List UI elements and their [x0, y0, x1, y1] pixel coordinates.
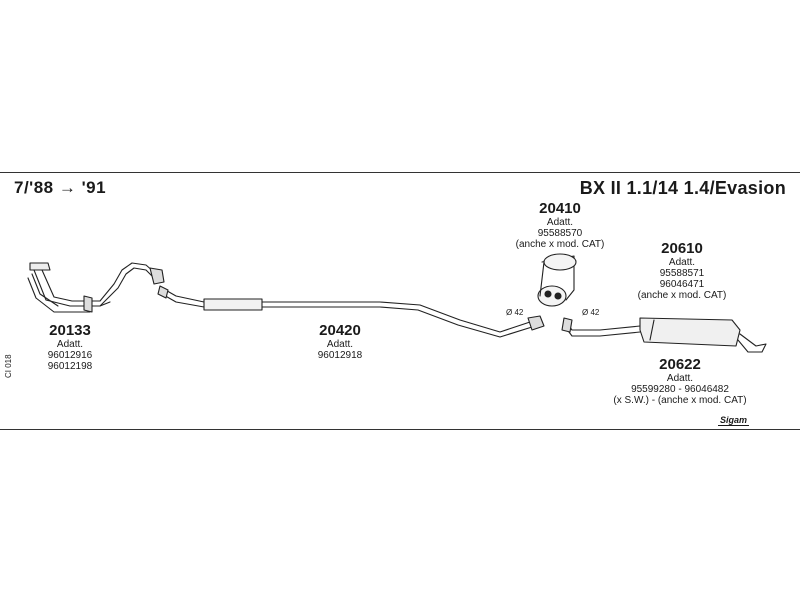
part-label-20610: 20610 Adatt. 95588571 96046471 (anche x … — [622, 240, 742, 301]
model-title: BX II 1.1/14 1.4/Evasion — [579, 178, 786, 198]
part-note: (anche x mod. CAT) — [515, 239, 605, 250]
part-label-20410: 20410 Adatt. 95588570 (anche x mod. CAT) — [500, 200, 620, 250]
part-20133-drawing — [27, 262, 165, 313]
part-label-20420: 20420 Adatt. 96012918 — [300, 322, 380, 361]
diameter-label-left: Ø 42 — [506, 308, 524, 317]
part-20622-drawing — [561, 317, 767, 353]
part-20420-drawing — [157, 285, 545, 338]
part-number: 20420 — [319, 322, 361, 339]
brand-logo: Sigam — [718, 415, 750, 426]
part-number: 20410 — [539, 200, 581, 217]
part-note: (anche x mod. CAT) — [637, 290, 727, 301]
diameter-label-right: Ø 42 — [582, 308, 600, 317]
part-oem: 95588570 — [537, 228, 583, 239]
part-oem: 96012918 — [317, 350, 363, 361]
part-adapter: Adatt. — [326, 339, 354, 350]
part-adapter: Adatt. — [666, 373, 694, 384]
part-label-20133: 20133 Adatt. 96012916 96012198 — [30, 322, 110, 372]
year-range: 7/'88 → '91 — [14, 178, 107, 197]
part-oem: 95599280 - 96046482 — [631, 384, 729, 395]
part-adapter: Adatt. — [56, 339, 84, 350]
part-oem: 95588571 — [659, 268, 705, 279]
part-note: (x S.W.) - (anche x mod. CAT) — [613, 395, 747, 406]
part-number: 20610 — [661, 240, 703, 257]
part-oem: 96012198 — [47, 361, 93, 372]
drawing-frame — [0, 172, 800, 430]
part-adapter: Adatt. — [668, 257, 696, 268]
part-oem: 96012916 — [47, 350, 93, 361]
part-20410-drawing — [537, 253, 577, 307]
part-number: 20133 — [49, 322, 91, 339]
part-number: 20622 — [659, 356, 701, 373]
sheet-code: CI 018 — [4, 354, 13, 378]
part-oem: 96046471 — [659, 279, 705, 290]
part-adapter: Adatt. — [546, 217, 574, 228]
part-label-20622: 20622 Adatt. 95599280 - 96046482 (x S.W.… — [600, 356, 760, 406]
